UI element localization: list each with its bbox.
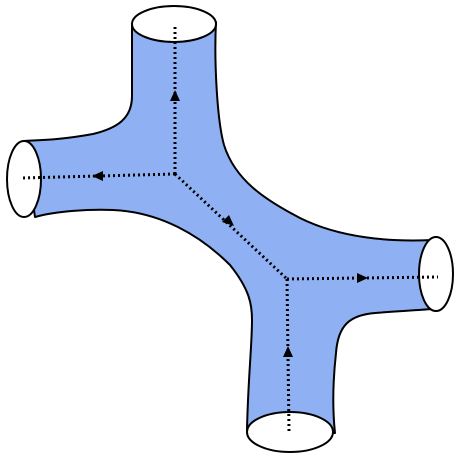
arrow-middle-branch <box>222 215 234 226</box>
arrow-top-branch <box>170 90 180 101</box>
arrow-left-branch <box>92 171 103 181</box>
arrow-right-branch <box>357 273 368 283</box>
tube-end-top <box>131 5 217 43</box>
tube-body <box>23 21 433 434</box>
path-middle-branch <box>173 172 289 281</box>
tube-end-bottom <box>246 411 334 453</box>
tube-end-right <box>418 236 454 312</box>
arrow-bottom-branch <box>283 346 293 357</box>
path-arrows <box>92 90 368 357</box>
